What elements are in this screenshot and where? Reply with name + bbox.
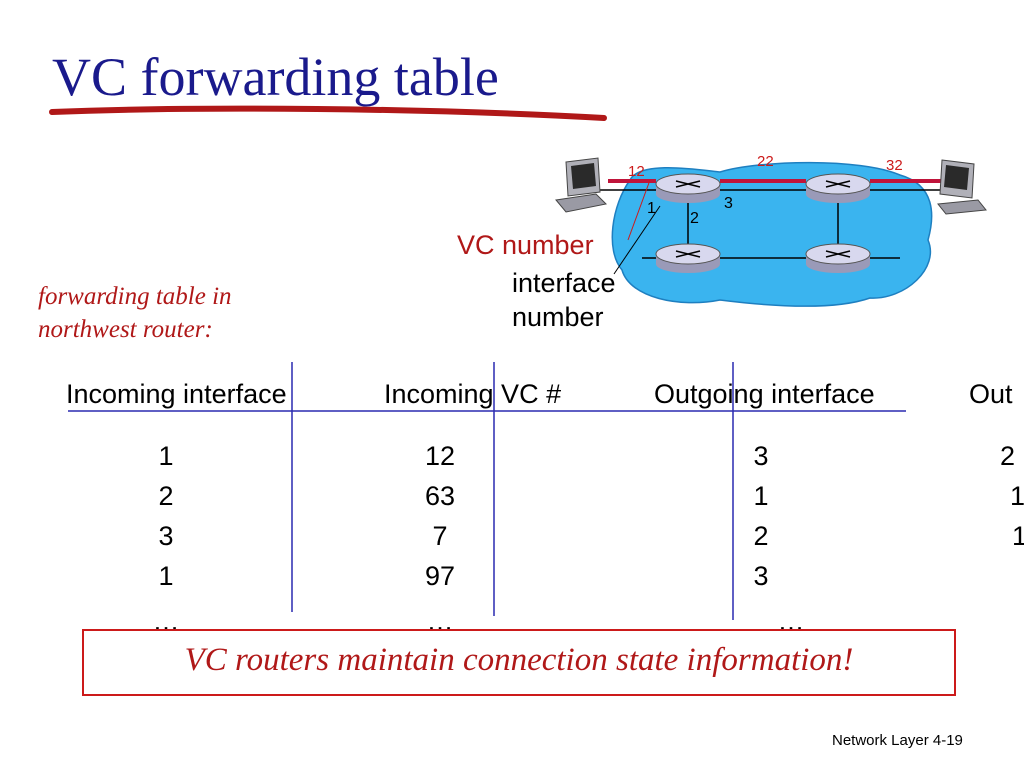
host-computer-icon [937, 159, 987, 215]
table-cell: 7 [432, 521, 448, 551]
router-icon [655, 173, 721, 203]
interface-label-1: 1 [647, 200, 656, 217]
header-outgoing-vc: Out [969, 379, 1013, 409]
host-computer-icon [555, 157, 608, 213]
table-cell: 97 [424, 561, 456, 591]
table-cell: 1 [1012, 521, 1024, 551]
vc-label-32: 32 [886, 157, 903, 174]
table-cell: 2 [1000, 441, 1016, 471]
title-underline [49, 105, 607, 121]
router-icon [805, 173, 871, 203]
table-cell: 3 [753, 561, 769, 591]
router-icon [805, 243, 871, 273]
vc-number-label: VC number [457, 230, 594, 260]
table-cell: 1 [753, 481, 769, 511]
table-cell: 63 [424, 481, 456, 511]
table-grid-lines [68, 362, 906, 620]
header-incoming-vc: Incoming VC # [384, 379, 562, 409]
callout-text: VC routers maintain connection state inf… [184, 642, 854, 678]
slide-footer: Network Layer 4-19 [832, 732, 963, 749]
table-cell: 1 [1010, 481, 1024, 511]
page-title: VC forwarding table [52, 47, 499, 107]
interface-label-3: 3 [724, 195, 733, 212]
table-cell: 1 [158, 441, 174, 471]
table-cell: 2 [158, 481, 174, 511]
table-cell: 1 [158, 561, 174, 591]
note-line-2: northwest router: [38, 316, 213, 343]
vc-label-22: 22 [757, 153, 774, 170]
interface-number-label: interface number [512, 266, 616, 334]
router-icon [655, 243, 721, 273]
table-cell: 3 [158, 521, 174, 551]
forwarding-table-note: forwarding table in northwest router: [38, 280, 232, 346]
table-cell: 2 [753, 521, 769, 551]
interface-number-line-2: number [512, 302, 604, 332]
header-incoming-interface: Incoming interface [66, 379, 287, 409]
header-outgoing-interface: Outgoing interface [654, 379, 875, 409]
table-cell: 12 [424, 441, 456, 471]
interface-number-line-1: interface [512, 268, 616, 298]
vc-label-12: 12 [628, 163, 645, 180]
vc-network-diagram: 12 22 32 1 2 3 [555, 153, 987, 307]
note-line-1: forwarding table in [38, 283, 232, 310]
connection-state-callout: VC routers maintain connection state inf… [82, 629, 956, 696]
interface-label-2: 2 [690, 210, 699, 227]
table-cell: 3 [753, 441, 769, 471]
